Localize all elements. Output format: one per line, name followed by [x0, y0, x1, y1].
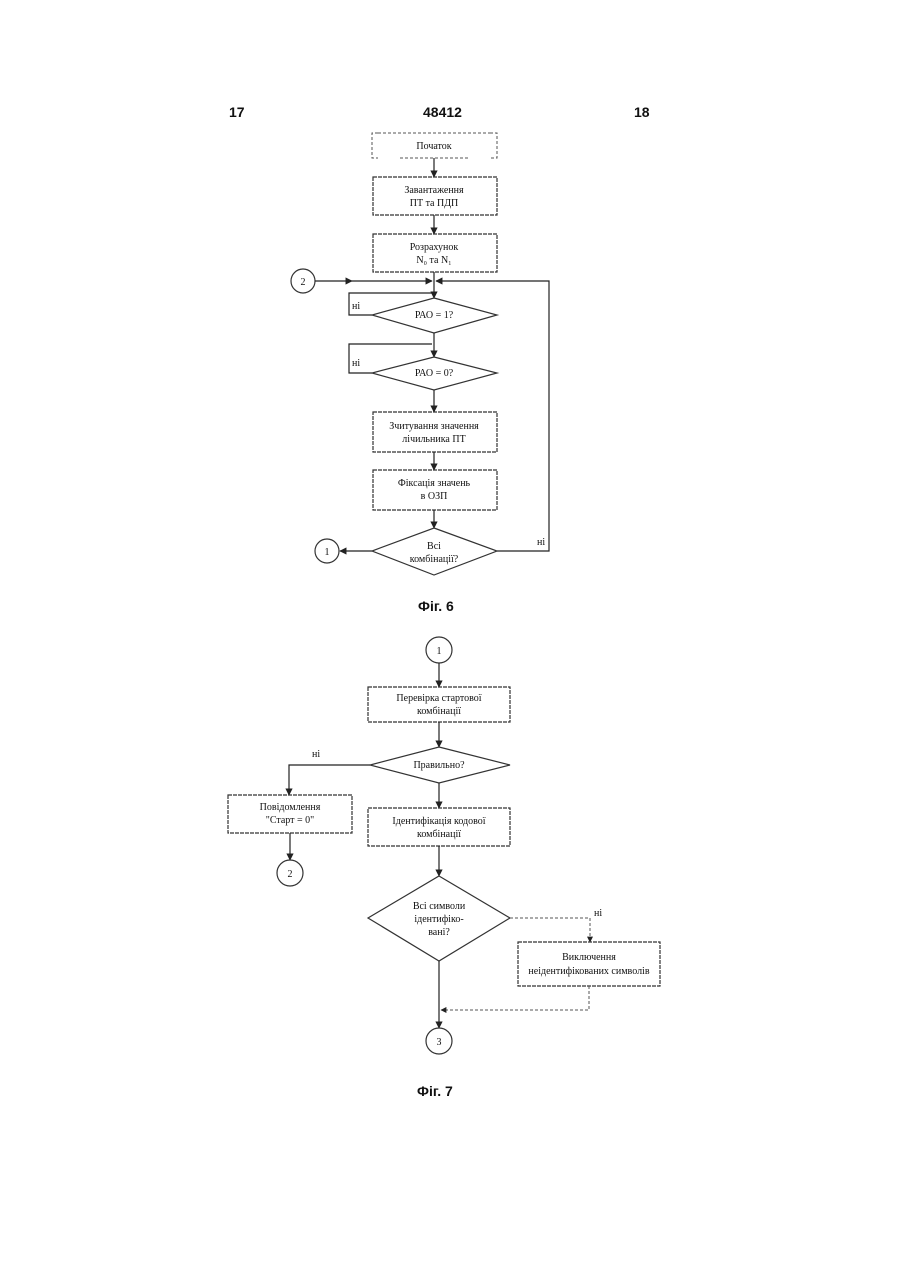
fig6-read-box: Зчитування значення лічильника ПТ [373, 412, 497, 452]
fig6-caption: Фіг. 6 [418, 598, 454, 614]
fig7-decision-line1: Всі символи [413, 901, 466, 912]
fig7-identify-box: Ідентифікація кодової комбінації [368, 808, 510, 846]
fig7-message-line2: "Старт = 0" [266, 815, 315, 826]
fig6-store-box: Фіксація значень в ОЗП [373, 470, 497, 510]
fig7-connector-in-label: 1 [437, 646, 442, 657]
fig6-connector-in: 2 [291, 269, 315, 293]
fig6-no-label-3: ні [537, 537, 545, 548]
fig7-no-label-1: ні [312, 749, 320, 760]
fig6-connector-out-label: 1 [325, 547, 330, 558]
fig7-identify-line2: комбінації [417, 829, 461, 840]
fig7-exclude-line2: неідентифікованих символів [528, 966, 649, 977]
fig6-decision-rao0-label: РАО = 0? [415, 368, 454, 379]
fig7-connector-out-label: 3 [437, 1037, 442, 1048]
fig6-no-label-1: ні [352, 301, 360, 312]
fig7-decision-correct-label: Правильно? [413, 760, 465, 771]
fig6-decision-all-line1: Всі [427, 541, 441, 552]
fig7-no-label-2: ні [594, 908, 602, 919]
fig7-caption: Фіг. 7 [417, 1083, 453, 1099]
fig7: 1 Перевірка стартової комбінації Правиль… [228, 637, 660, 1099]
fig7-connector-out: 3 [426, 1028, 452, 1054]
fig7-connector-left: 2 [277, 860, 303, 886]
fig6-calc-line2: N₀ та N₁ [416, 255, 451, 266]
fig7-decision-line3: вані? [428, 927, 450, 938]
fig7-decision-correct: Правильно? [370, 747, 510, 783]
fig7-check-box: Перевірка стартової комбінації [368, 687, 510, 722]
fig6-calc-box: Розрахунок N₀ та N₁ [373, 234, 497, 272]
fig6-read-line2: лічильника ПТ [402, 434, 465, 445]
fig6-load-line2: ПТ та ПДП [410, 198, 459, 209]
fig6-start-label: Початок [416, 141, 451, 152]
fig6-decision-all-line2: комбінації? [410, 554, 459, 565]
fig6-load-line1: Завантаження [404, 185, 464, 196]
fig6-connector-in-label: 2 [301, 277, 306, 288]
fig6-no-label-2: ні [352, 358, 360, 369]
fig7-connector-left-label: 2 [288, 869, 293, 880]
fig6-decision-rao1: РАО = 1? [372, 298, 497, 333]
fig7-decision-line2: ідентифіко- [414, 914, 463, 925]
fig7-message-line1: Повідомлення [260, 802, 321, 813]
fig7-check-line2: комбінації [417, 706, 461, 717]
fig7-exclude-line1: Виключення [562, 952, 616, 963]
fig6-decision-all: Всі комбінації? [372, 528, 497, 575]
fig6-decision-rao1-label: РАО = 1? [415, 310, 454, 321]
fig7-connector-in: 1 [426, 637, 452, 663]
fig6-connector-out: 1 [315, 539, 339, 563]
fig6-calc-line1: Розрахунок [410, 242, 459, 253]
fig7-decision-all-identified: Всі символи ідентифіко- вані? [368, 876, 510, 961]
fig6-start: Початок [372, 133, 497, 158]
fig6-decision-rao0: РАО = 0? [372, 357, 497, 390]
fig7-check-line1: Перевірка стартової [396, 693, 481, 704]
fig6-read-line1: Зчитування значення [389, 421, 479, 432]
fig6-load-box: Завантаження ПТ та ПДП [373, 177, 497, 215]
fig6: Початок Завантаження ПТ та ПДП Розрахуно… [291, 133, 549, 614]
fig6-store-line2: в ОЗП [421, 491, 448, 502]
fig6-store-line1: Фіксація значень [398, 478, 471, 489]
fig7-message-box: Повідомлення "Старт = 0" [228, 795, 352, 833]
fig7-exclude-box: Виключення неідентифікованих символів [518, 942, 660, 986]
fig7-identify-line1: Ідентифікація кодової [392, 816, 485, 827]
